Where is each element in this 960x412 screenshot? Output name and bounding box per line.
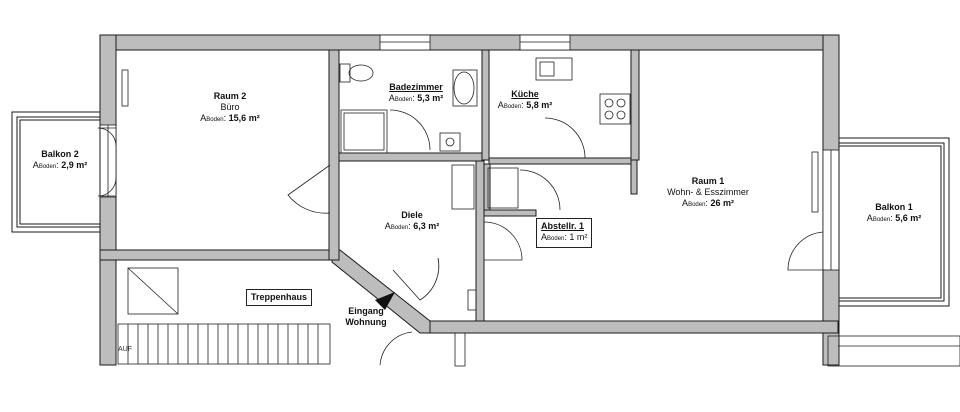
room-name: Raum 2: [213, 91, 247, 101]
balcony-1-shape: [838, 137, 950, 307]
room-area: ABoden: 1 m²: [541, 232, 588, 242]
door-swings: [97, 109, 824, 366]
balcony-2-shape: [11, 111, 101, 233]
room-area: ABoden: 15,6 m²: [200, 113, 260, 123]
room-name: Raum 1: [691, 176, 725, 186]
room-use: Büro: [220, 102, 240, 112]
room-name: Balkon 2: [41, 149, 79, 159]
room-area: ABoden: 5,8 m²: [497, 100, 553, 110]
room-name: Abstellr. 1: [541, 221, 585, 231]
room-abstellraum: Abstellr. 1 ABoden: 1 m²: [536, 218, 593, 248]
room-area: ABoden: 5,3 m²: [388, 93, 444, 103]
room-area: ABoden: 2,9 m²: [32, 160, 88, 170]
entrance-label: Eingang Wohnung: [345, 306, 387, 327]
fixtures: [121, 57, 819, 315]
stair-treads: [117, 323, 331, 365]
room-name: Küche: [511, 89, 539, 99]
room-name: Diele: [401, 210, 423, 220]
room-raum-2: Raum 2 Büro ABoden: 15,6 m²: [190, 91, 270, 126]
room-badezimmer: Badezimmer ABoden: 5,3 m²: [376, 82, 456, 106]
lower-right-edge: [454, 332, 960, 367]
room-name: Balkon 1: [875, 202, 913, 212]
room-kueche: Küche ABoden: 5,8 m²: [487, 89, 563, 113]
room-area: ABoden: 26 m²: [682, 198, 734, 208]
treppenhaus-label: Treppenhaus: [246, 289, 313, 306]
room-raum-1: Raum 1 Wohn- & Esszimmer ABoden: 26 m²: [650, 176, 766, 211]
stair-direction-label: AUF: [118, 346, 132, 353]
room-name: Badezimmer: [389, 82, 443, 92]
room-area: ABoden: 6,3 m²: [384, 221, 440, 231]
room-balkon-2: Balkon 2 ABoden: 2,9 m²: [24, 149, 96, 173]
walls: [99, 34, 840, 366]
room-area: ABoden: 5,6 m²: [866, 213, 922, 223]
room-diele: Diele ABoden: 6,3 m²: [374, 210, 450, 234]
entrance-arrow-icon: [375, 292, 395, 310]
room-balkon-1: Balkon 1 ABoden: 5,6 m²: [856, 202, 932, 226]
room-use: Wohn- & Esszimmer: [667, 187, 749, 197]
